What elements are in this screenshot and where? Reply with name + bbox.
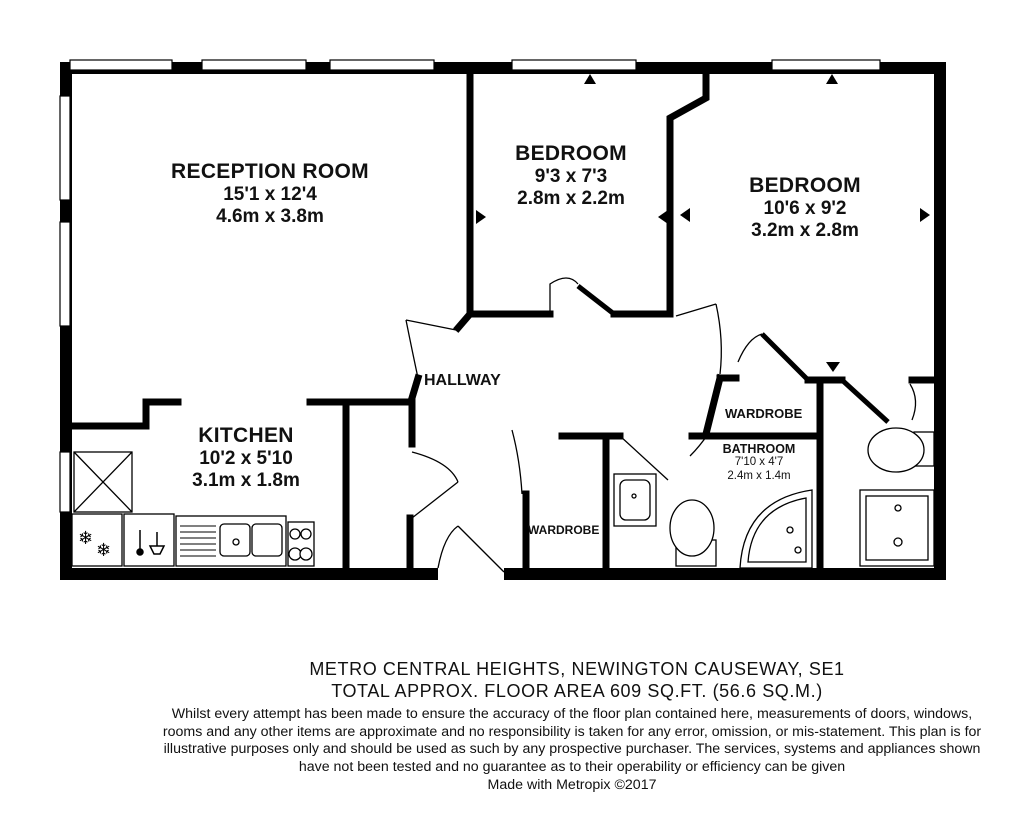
interior-walls bbox=[68, 64, 940, 574]
room-imperial: 7'10 x 4'7 bbox=[734, 456, 784, 469]
reception-room-label: RECEPTION ROOM 15'1 x 12'4 4.6m x 3.8m bbox=[150, 160, 390, 228]
wardrobe-1-label: WARDROBE bbox=[725, 406, 803, 421]
plan-footer: METRO CENTRAL HEIGHTS, NEWINGTON CAUSEWA… bbox=[0, 658, 1024, 794]
property-address: METRO CENTRAL HEIGHTS, NEWINGTON CAUSEWA… bbox=[309, 659, 845, 679]
dishwasher-icon bbox=[136, 530, 166, 556]
room-metric: 2.4m x 1.4m bbox=[727, 469, 791, 482]
bedroom-1-label: BEDROOM 9'3 x 7'3 2.8m x 2.2m bbox=[486, 142, 656, 210]
room-metric: 4.6m x 3.8m bbox=[216, 205, 324, 227]
floor-area: TOTAL APPROX. FLOOR AREA 609 SQ.FT. (56.… bbox=[331, 681, 823, 701]
bathroom-label: BATHROOM 7'10 x 4'7 2.4m x 1.4m bbox=[706, 442, 812, 483]
window-markers bbox=[476, 74, 930, 372]
floor-plan: ❄ ❄ bbox=[59, 59, 946, 580]
kitchen-label: KITCHEN 10'2 x 5'10 3.1m x 1.8m bbox=[166, 424, 326, 492]
disclaimer-text: Whilst every attempt has been made to en… bbox=[162, 706, 982, 775]
room-metric: 3.2m x 2.8m bbox=[751, 219, 859, 241]
room-metric: 3.1m x 1.8m bbox=[192, 469, 300, 491]
hallway-label: HALLWAY bbox=[424, 372, 501, 389]
wardrobe-2-label: WARDROBE bbox=[528, 523, 600, 537]
bathroom-fixtures bbox=[613, 427, 935, 569]
room-name: KITCHEN bbox=[198, 424, 294, 447]
room-name: BEDROOM bbox=[515, 142, 627, 165]
room-name: RECEPTION ROOM bbox=[171, 160, 369, 183]
room-metric: 2.8m x 2.2m bbox=[517, 187, 625, 209]
bedroom-2-label: BEDROOM 10'6 x 9'2 3.2m x 2.8m bbox=[720, 174, 890, 242]
fridge-icon: ❄ ❄ bbox=[78, 528, 111, 561]
credit-text: Made with Metropix ©2017 bbox=[487, 777, 657, 793]
room-imperial: 10'2 x 5'10 bbox=[199, 448, 293, 470]
svg-text:❄: ❄ bbox=[78, 528, 93, 549]
room-imperial: 10'6 x 9'2 bbox=[763, 198, 847, 220]
windows bbox=[59, 59, 881, 513]
room-name: BATHROOM bbox=[722, 442, 796, 456]
room-imperial: 9'3 x 7'3 bbox=[534, 166, 608, 188]
room-name: BEDROOM bbox=[749, 174, 861, 197]
room-imperial: 15'1 x 12'4 bbox=[223, 184, 317, 206]
door-leaves bbox=[576, 284, 890, 424]
exterior-walls bbox=[60, 62, 946, 580]
door-swings bbox=[405, 277, 917, 573]
kitchen-fixtures bbox=[71, 451, 315, 567]
svg-text:❄: ❄ bbox=[96, 540, 111, 561]
